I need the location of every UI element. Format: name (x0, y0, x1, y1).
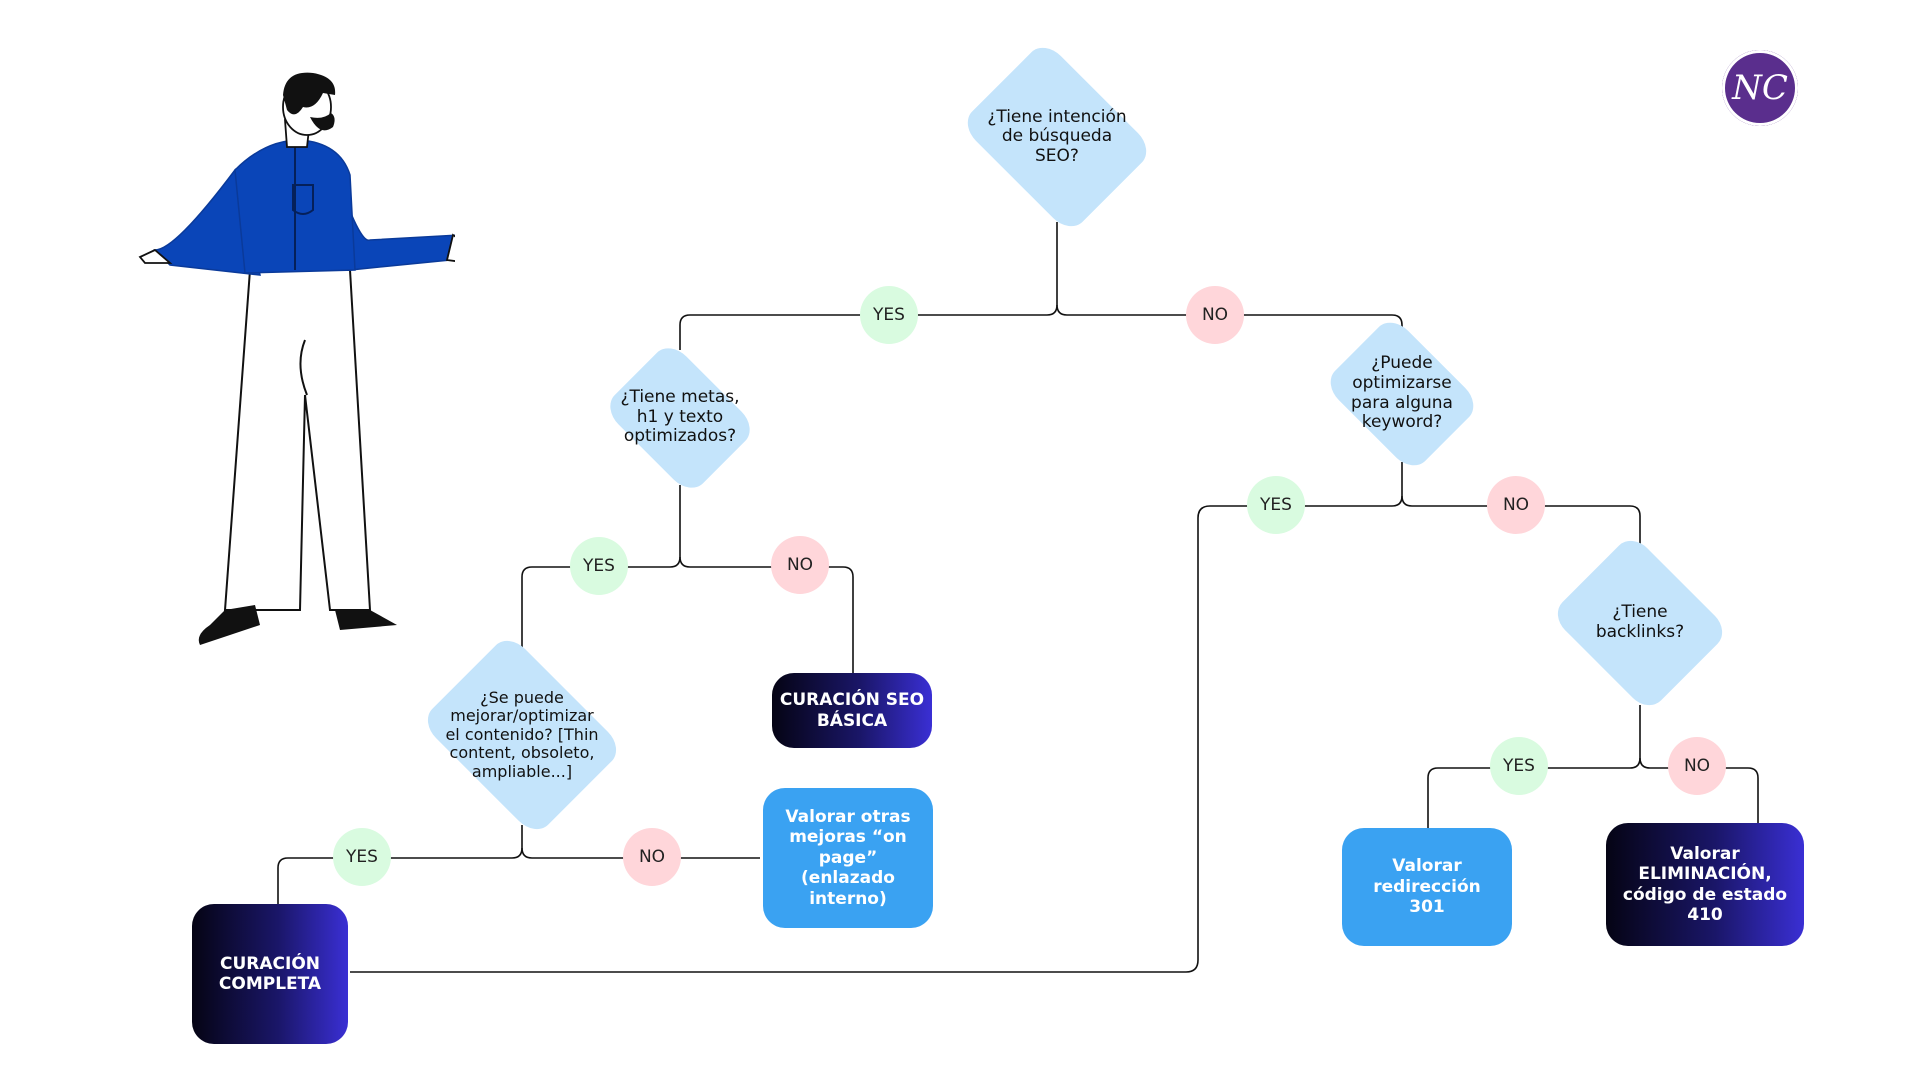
yes-label: YES (570, 537, 628, 595)
yes-label: YES (333, 828, 391, 886)
question-metas: ¿Tiene metas, h1 y texto optimizados? (592, 339, 768, 496)
yes-label: YES (1247, 476, 1305, 534)
result-eliminacion-410: Valorar ELIMINACIÓN, código de estado 41… (1606, 823, 1804, 946)
person-illustration (138, 72, 455, 645)
question-backlinks: ¿Tiene backlinks? (1544, 532, 1736, 713)
no-label: NO (771, 536, 829, 594)
result-redireccion-301: Valorar redirección 301 (1342, 828, 1512, 946)
no-label: NO (623, 828, 681, 886)
result-curacion-seo-basica: CURACIÓN SEO BÁSICA (772, 673, 932, 748)
question-seo-intent-text: ¿Tiene intención de búsqueda SEO? (987, 106, 1127, 166)
yes-label: YES (860, 286, 918, 344)
brand-logo: NC (1722, 50, 1798, 126)
question-improve-content: ¿Se puede mejorar/optimizar el contenido… (408, 632, 636, 838)
yes-label: YES (1490, 737, 1548, 795)
question-keyword-text: ¿Puede optimizarse para alguna keyword? (1351, 353, 1453, 433)
no-label: NO (1186, 286, 1244, 344)
result-curacion-completa: CURACIÓN COMPLETA (192, 904, 348, 1044)
question-backlinks-text: ¿Tiene backlinks? (1595, 601, 1685, 642)
no-label: NO (1487, 476, 1545, 534)
result-otras-mejoras: Valorar otras mejoras “on page” (enlazad… (763, 788, 933, 928)
question-keyword: ¿Puede optimizarse para alguna keyword? (1310, 313, 1494, 474)
question-metas-text: ¿Tiene metas, h1 y texto optimizados? (620, 387, 740, 447)
question-improve-content-text: ¿Se puede mejorar/optimizar el contenido… (445, 688, 599, 781)
question-seo-intent: ¿Tiene intención de búsqueda SEO? (947, 39, 1167, 235)
no-label: NO (1668, 737, 1726, 795)
